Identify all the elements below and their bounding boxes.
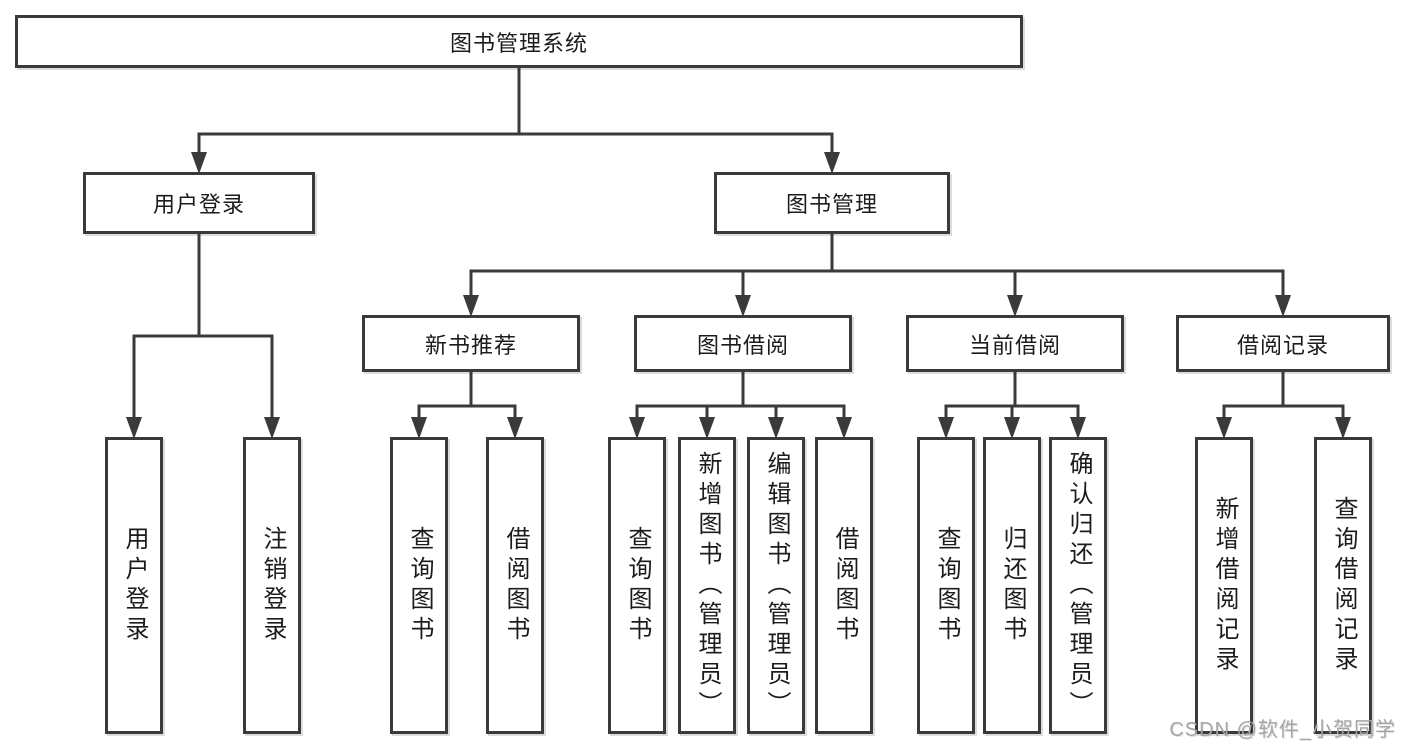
arrowheads [126, 152, 1351, 439]
leaf-borrow-query: 查询图书 [608, 437, 666, 734]
leaf-newbook-query-label: 查询图书 [406, 525, 433, 646]
leaf-newbook-borrow: 借阅图书 [486, 437, 544, 734]
leaf-logout: 注销登录 [243, 437, 301, 734]
node-borrow-records: 借阅记录 [1176, 315, 1390, 372]
leaf-borrow-borrow-label: 借阅图书 [831, 525, 858, 646]
node-new-book-recommend-label: 新书推荐 [424, 332, 517, 358]
node-root: 图书管理系统 [15, 15, 1023, 68]
leaf-current-query-label: 查询图书 [933, 525, 960, 646]
node-user-login-label: 用户登录 [152, 192, 245, 217]
node-root-label: 图书管理系统 [449, 30, 588, 56]
leaf-borrow-edit-admin-label: 编辑图书（管理员） [763, 450, 790, 721]
leaf-borrow-query-label: 查询图书 [624, 525, 651, 646]
leaf-logout-label: 注销登录 [259, 525, 286, 646]
leaf-current-confirm-admin: 确认归还（管理员） [1049, 437, 1107, 734]
leaf-newbook-query: 查询图书 [390, 437, 448, 734]
leaf-borrow-add-admin-label: 新增图书（管理员） [694, 450, 721, 721]
leaf-current-confirm-admin-label: 确认归还（管理员） [1065, 450, 1092, 721]
leaf-current-return: 归还图书 [983, 437, 1041, 734]
watermark: CSDN @软件_小贺同学 [1169, 719, 1396, 741]
node-borrow-records-label: 借阅记录 [1236, 332, 1329, 358]
node-book-management-label: 图书管理 [785, 192, 878, 217]
node-current-borrow: 当前借阅 [906, 315, 1124, 372]
leaf-current-return-label: 归还图书 [999, 525, 1026, 646]
node-new-book-recommend: 新书推荐 [362, 315, 580, 372]
leaf-borrow-edit-admin: 编辑图书（管理员） [747, 437, 805, 734]
node-user-login: 用户登录 [83, 172, 315, 234]
leaf-current-query: 查询图书 [917, 437, 975, 734]
leaf-record-query: 查询借阅记录 [1314, 437, 1372, 734]
leaf-newbook-borrow-label: 借阅图书 [502, 525, 529, 646]
leaf-record-query-label: 查询借阅记录 [1330, 495, 1357, 676]
node-book-borrow-label: 图书借阅 [696, 332, 789, 358]
leaf-user-login-label: 用户登录 [121, 525, 148, 646]
node-current-borrow-label: 当前借阅 [968, 332, 1061, 358]
leaf-borrow-add-admin: 新增图书（管理员） [678, 437, 736, 734]
leaf-user-login: 用户登录 [105, 437, 163, 734]
node-book-borrow: 图书借阅 [634, 315, 852, 372]
node-book-management: 图书管理 [714, 172, 950, 234]
leaf-borrow-borrow: 借阅图书 [815, 437, 873, 734]
leaf-record-add: 新增借阅记录 [1195, 437, 1253, 734]
leaf-record-add-label: 新增借阅记录 [1211, 495, 1238, 676]
